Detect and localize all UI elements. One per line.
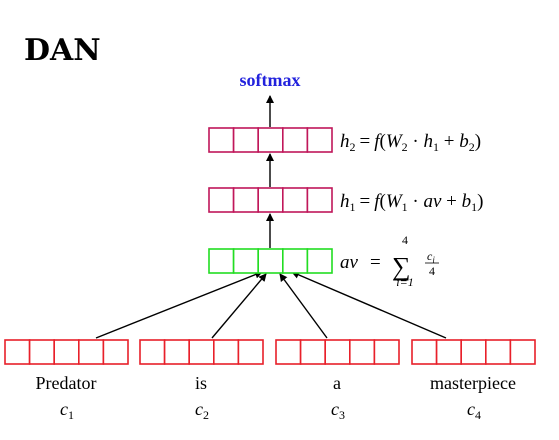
word-label-4: masterpiece: [430, 373, 516, 393]
word-cell: [78, 339, 105, 365]
fraction-numerator: ci: [427, 249, 435, 265]
av-cell: [282, 248, 309, 274]
word-cell: [411, 339, 438, 365]
word-cell: [139, 339, 166, 365]
arrow-c1-to-av: [95, 270, 263, 339]
word-cell: [188, 339, 215, 365]
word-vector-c1: [4, 339, 129, 365]
word-cell: [435, 339, 463, 365]
h2-layer: [208, 127, 333, 153]
word-var-4: c4: [467, 399, 481, 422]
word-vector-c3: [275, 339, 400, 365]
word-var-1: c1: [60, 399, 74, 422]
word-cell: [460, 339, 487, 365]
av-cell: [257, 248, 284, 274]
arrow-c4-to-av: [291, 271, 447, 339]
h1-layer: [208, 187, 333, 213]
word-label-3: a: [333, 373, 341, 393]
sum-lower: i=1: [396, 275, 413, 289]
fraction-denominator: 4: [429, 264, 435, 278]
arrow-c3-to-av: [279, 273, 328, 339]
h1-equation: h1=f(W1 · av + b1): [340, 191, 483, 214]
word-cell: [275, 339, 302, 365]
h2-cell: [257, 127, 284, 153]
svg-text:h1=f(W1 · av + b1): h1=f(W1 · av + b1): [340, 191, 483, 214]
word-cell: [4, 339, 31, 365]
diagram-title: DAN: [24, 33, 101, 68]
word-cell: [163, 339, 191, 365]
h2-cell: [282, 127, 309, 153]
word-cell: [299, 339, 327, 365]
h1-cell: [208, 187, 235, 213]
word-cell: [324, 339, 351, 365]
word-vector-c2: [139, 339, 264, 365]
word-cell: [349, 339, 376, 365]
word-cell: [53, 339, 80, 365]
word-label-1: Predator: [36, 373, 97, 393]
av-var: av: [340, 252, 359, 273]
h2-cell: [306, 127, 333, 153]
word-cell: [102, 339, 129, 365]
av-equation: av = ∑ 4 i=1 ci 4: [340, 233, 439, 289]
av-cell: [208, 248, 235, 274]
sum-symbol: ∑: [392, 252, 411, 281]
word-cell: [28, 339, 56, 365]
sum-upper: 4: [402, 233, 408, 247]
svg-text:h2=f(W2 · h1 + b2): h2=f(W2 · h1 + b2): [340, 131, 481, 154]
av-equals: =: [370, 252, 381, 273]
average-layer: [208, 248, 333, 274]
word-var-3: c3: [331, 399, 345, 422]
word-label-2: is: [195, 373, 207, 393]
softmax-label: softmax: [240, 70, 301, 90]
word-cell: [373, 339, 400, 365]
word-cell: [237, 339, 264, 365]
av-cell: [306, 248, 333, 274]
word-cell: [213, 339, 240, 365]
word-cell: [509, 339, 536, 365]
h2-cell: [232, 127, 260, 153]
word-vector-c4: [411, 339, 536, 365]
av-cell: [232, 248, 260, 274]
h1-cell: [282, 187, 309, 213]
arrow-c2-to-av: [211, 273, 267, 339]
h1-cell: [257, 187, 284, 213]
h2-equation: h2=f(W2 · h1 + b2): [340, 131, 481, 154]
word-var-2: c2: [195, 399, 209, 422]
word-cell: [485, 339, 512, 365]
h1-cell: [232, 187, 260, 213]
h2-cell: [208, 127, 235, 153]
h1-cell: [306, 187, 333, 213]
